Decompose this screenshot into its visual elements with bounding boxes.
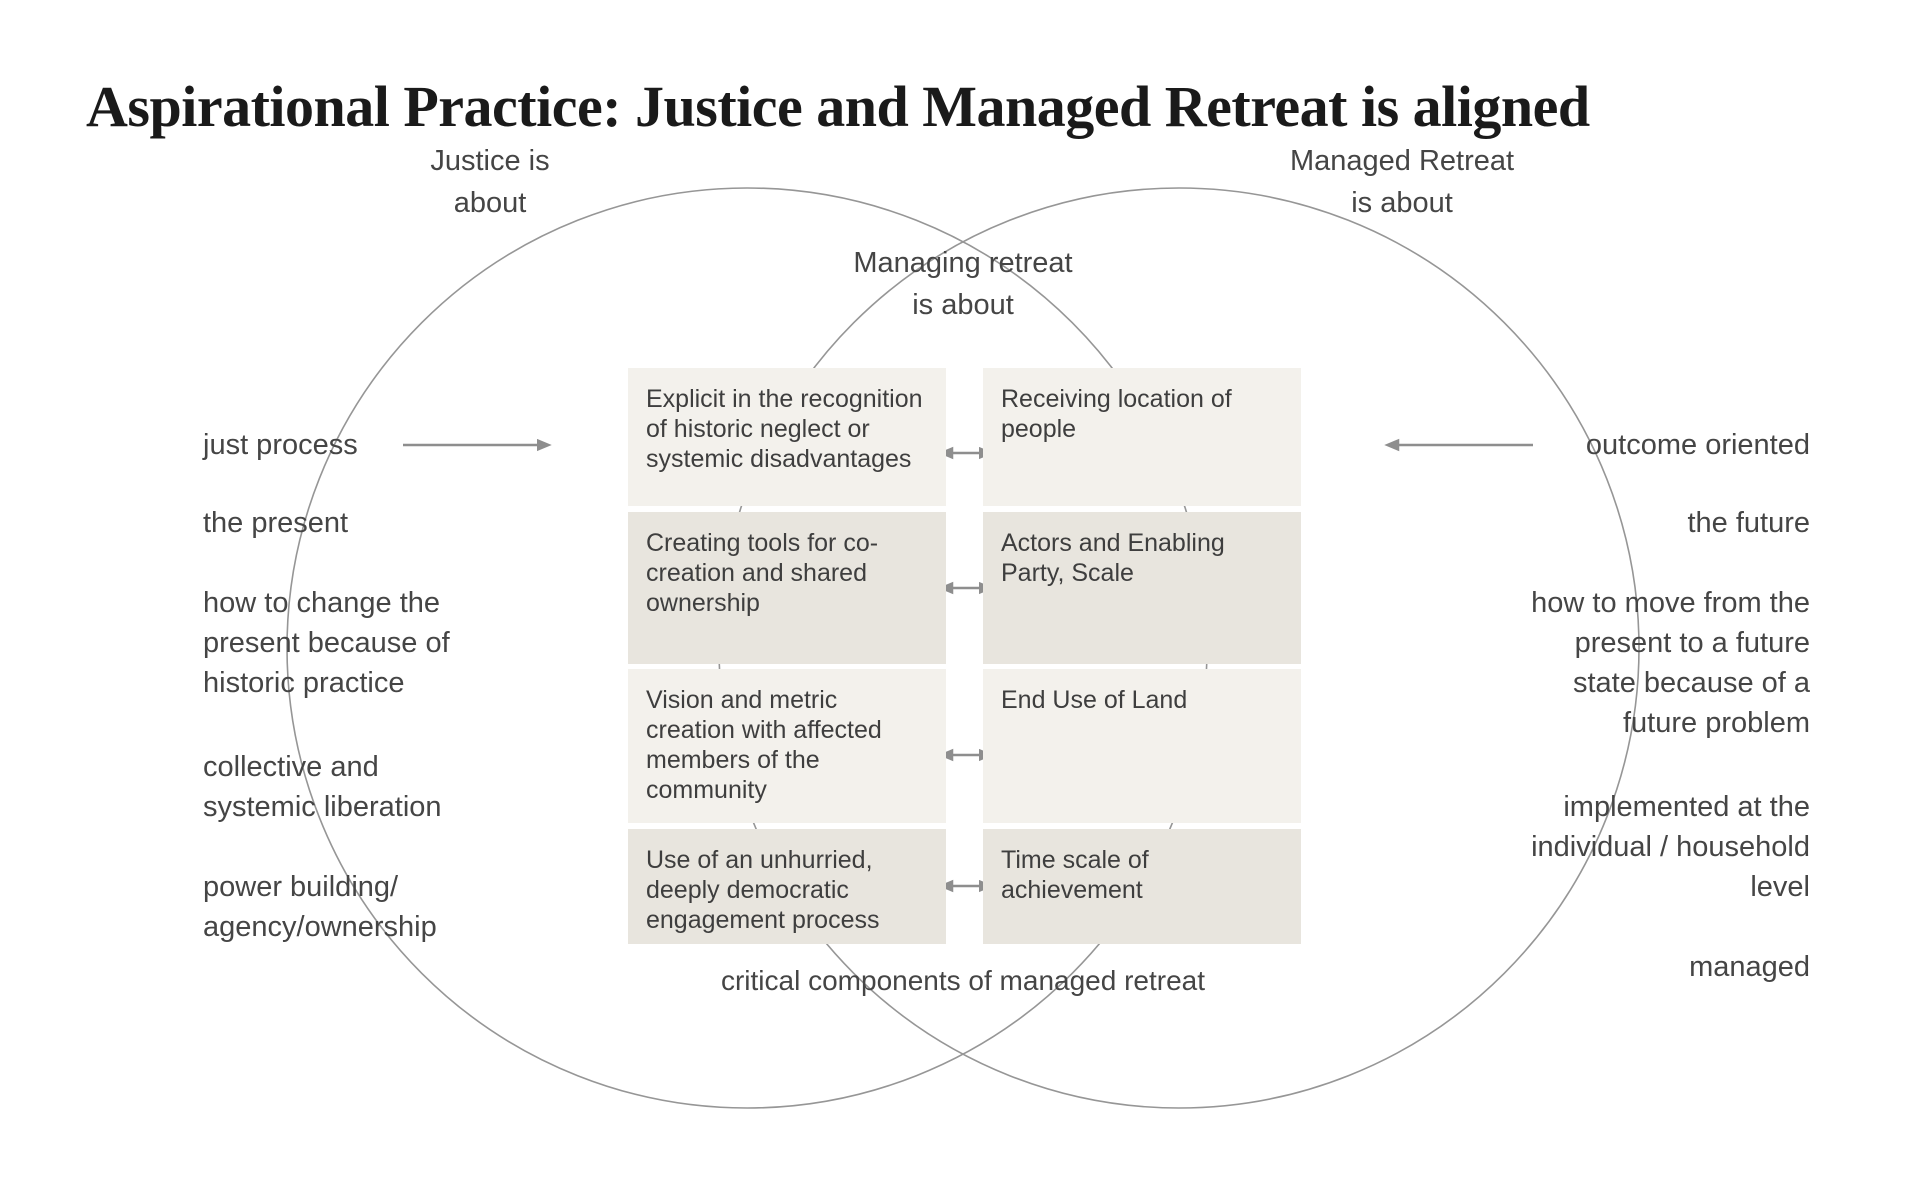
matrix-cell-justice-row1: Explicit in the recognition of historic … (628, 368, 946, 506)
retreat-item-move-to-future: how to move from the present to a future… (1531, 587, 1810, 739)
overlap-center-label: Managing retreat is about (853, 247, 1073, 321)
matrix-cell-justice-row3: Vision and metric creation with affected… (628, 669, 946, 823)
justice-item-collective-liberation: collective and systemic liberation (203, 751, 442, 823)
justice-circle-label: Justice is about (430, 145, 550, 219)
page-title: Aspirational Practice: Justice and Manag… (86, 73, 1590, 139)
matrix-cell-retreat-row1: Receiving location of people (983, 368, 1301, 506)
matrix-cell-justice-row4: Use of an unhurried, deeply democratic e… (628, 829, 946, 944)
managed-retreat-circle-label: Managed Retreat is about (1289, 145, 1515, 219)
justice-item-change-present: how to change the present because of his… (203, 587, 450, 699)
justice-item-just-process: just process (203, 429, 358, 461)
retreat-item-outcome-oriented: outcome oriented (1585, 429, 1810, 461)
matrix-cell-retreat-row2: Actors and Enabling Party, Scale (983, 512, 1301, 664)
matrix-caption: critical components of managed retreat (720, 965, 1206, 996)
matrix-cell-retreat-row4: Time scale of achievement (983, 829, 1301, 944)
matrix-cell-justice-row2: Creating tools for co-creation and share… (628, 512, 946, 664)
retreat-item-the-future: the future (1687, 507, 1810, 539)
retreat-item-implemented-level: implemented at the individual / househol… (1531, 791, 1810, 903)
retreat-item-managed: managed (1689, 951, 1810, 983)
matrix-cell-retreat-row3: End Use of Land (983, 669, 1301, 823)
justice-item-the-present: the present (203, 507, 349, 539)
justice-item-power-building: power building/ agency/ownership (203, 871, 437, 943)
